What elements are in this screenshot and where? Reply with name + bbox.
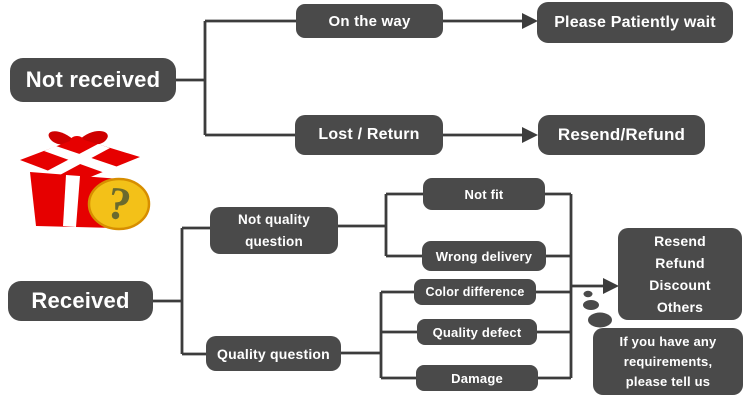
node-on-the-way: On the way [296,4,443,38]
node-received: Received [8,281,153,321]
arrowheads [522,13,619,294]
node-color-difference: Color difference [414,279,536,305]
gift-question-icon: ? [20,131,151,231]
node-outcome-options: Resend Refund Discount Others [618,228,742,320]
outcome-line: Refund [655,255,705,271]
node-quality-question: Quality question [206,336,341,371]
node-not-quality-question: Not quality question [210,207,338,254]
node-requirements-note: If you have any requirements, please tel… [593,328,743,395]
thought-dots [583,290,612,328]
node-not-fit: Not fit [423,178,545,210]
node-quality-defect: Quality defect [417,319,537,345]
node-damage: Damage [416,365,538,391]
outcome-line: Resend [654,233,706,249]
outcome-line: Others [656,299,704,315]
node-please-patiently-wait: Please Patiently wait [537,2,733,43]
node-lost-return: Lost / Return [295,115,443,155]
node-wrong-delivery: Wrong delivery [422,241,546,271]
outcome-line: Discount [649,277,711,293]
note-line: requirements, [623,353,713,369]
note-line: If you have any [619,333,717,349]
node-resend-refund: Resend/Refund [538,115,705,155]
note-line: please tell us [625,373,711,389]
node-not-received: Not received [10,58,176,102]
